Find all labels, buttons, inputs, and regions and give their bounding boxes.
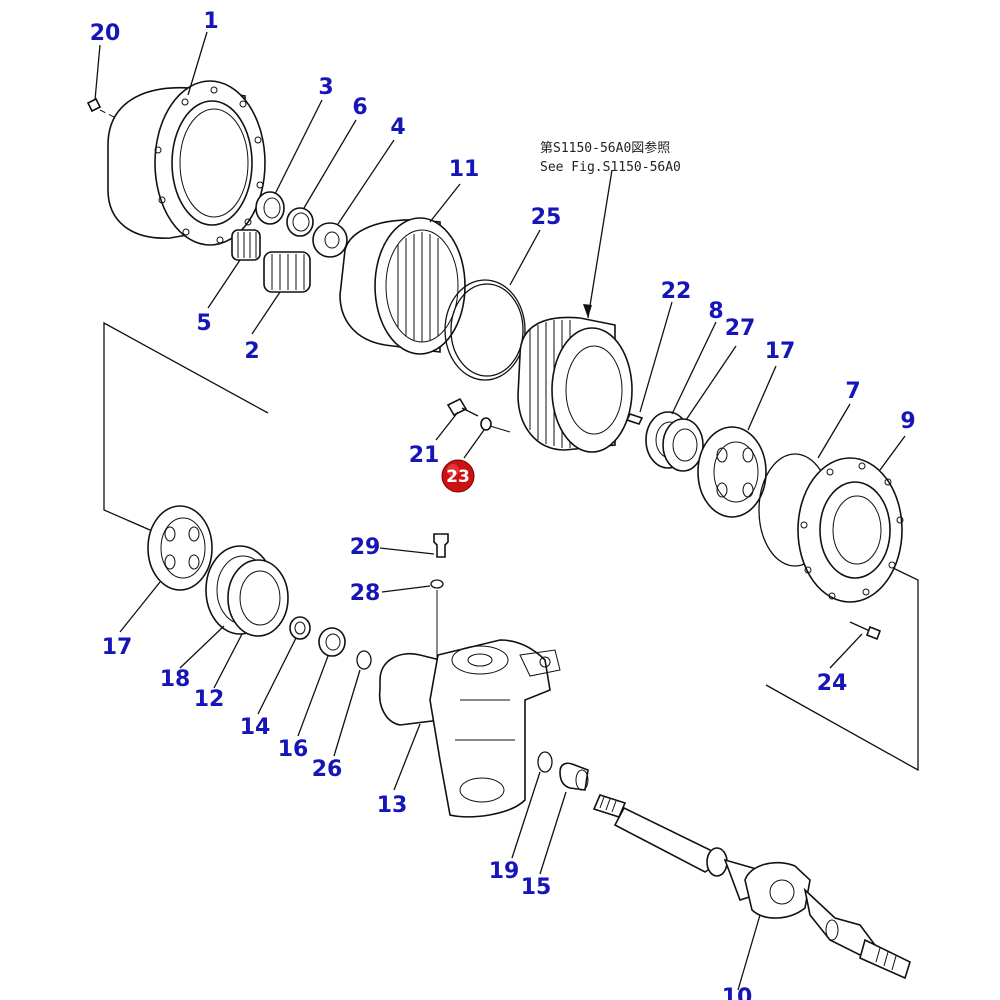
callout-15: 15 xyxy=(521,875,552,900)
callout-20: 20 xyxy=(90,21,121,46)
part-6-ring xyxy=(286,207,314,237)
highlight-badge[interactable] xyxy=(441,459,475,493)
callout-17-lower: 17 xyxy=(102,635,133,660)
part-17-bearing-upper xyxy=(697,426,767,518)
planet-carrier-assembly xyxy=(517,169,633,453)
part-28-o-ring xyxy=(430,579,444,589)
callout-13: 13 xyxy=(377,793,408,818)
callout-4: 4 xyxy=(390,115,405,140)
part-29-breather xyxy=(433,533,449,558)
part-21-bolt xyxy=(446,397,479,417)
part-27-seal xyxy=(662,418,704,472)
part-12-seal xyxy=(227,559,289,637)
callout-17-upper: 17 xyxy=(765,339,796,364)
reference-note-jp: 第S1150-56A0図参照 xyxy=(540,140,670,156)
callout-14: 14 xyxy=(240,715,271,740)
part-26-snap-ring xyxy=(356,650,372,670)
callout-10: 10 xyxy=(722,985,753,1000)
callout-22: 22 xyxy=(661,279,692,304)
highlight-badge-label: 23 xyxy=(446,467,470,487)
callout-2: 2 xyxy=(244,339,259,364)
part-24-bolt xyxy=(849,621,882,641)
callout-26: 26 xyxy=(312,757,343,782)
part-23-washer xyxy=(480,417,492,431)
callout-24: 24 xyxy=(817,671,848,696)
callout-9: 9 xyxy=(900,409,915,434)
part-4-washer xyxy=(312,222,348,258)
group-frame-lines xyxy=(103,321,919,772)
callout-28: 28 xyxy=(350,581,381,606)
callout-6: 6 xyxy=(352,95,367,120)
part-19-snap-ring xyxy=(537,751,553,773)
callout-3: 3 xyxy=(318,75,333,100)
part-2-needle-bearing xyxy=(263,251,311,293)
callout-29: 29 xyxy=(350,535,381,560)
callout-8: 8 xyxy=(708,299,723,324)
part-14-ring xyxy=(289,616,311,640)
callout-12: 12 xyxy=(194,687,225,712)
callout-19: 19 xyxy=(489,859,520,884)
part-17-bearing-lower xyxy=(147,505,213,591)
leader-lines xyxy=(94,31,906,991)
callout-7: 7 xyxy=(845,379,860,404)
part-1-housing xyxy=(107,80,266,246)
part-5-needle-bearing xyxy=(231,229,261,261)
part-13-knuckle xyxy=(378,639,561,818)
part-11-ring-gear xyxy=(339,217,466,355)
reference-note-en: See Fig.S1150-56A0 xyxy=(540,160,681,175)
part-9-hub xyxy=(797,457,904,603)
part-10-axle-shaft xyxy=(592,794,911,980)
callout-5: 5 xyxy=(196,311,211,336)
callout-1: 1 xyxy=(203,9,218,34)
highlighted-callout-23[interactable]: 23 xyxy=(441,459,475,493)
callout-labels: 20 1 3 6 4 11 25 5 2 22 8 27 17 7 9 21 2… xyxy=(90,9,916,1000)
part-16-ring xyxy=(318,627,346,657)
part-15-bushing xyxy=(559,762,589,791)
callout-18: 18 xyxy=(160,667,191,692)
callout-27: 27 xyxy=(725,316,756,341)
callout-25: 25 xyxy=(531,205,562,230)
part-25-snap-ring xyxy=(444,279,526,381)
callout-21: 21 xyxy=(409,443,440,468)
part-3-washer xyxy=(255,191,285,225)
reference-note: 第S1150-56A0図参照 See Fig.S1150-56A0 xyxy=(540,140,681,175)
part-22-pin xyxy=(625,413,644,425)
callout-16: 16 xyxy=(278,737,309,762)
callout-11: 11 xyxy=(449,157,480,182)
